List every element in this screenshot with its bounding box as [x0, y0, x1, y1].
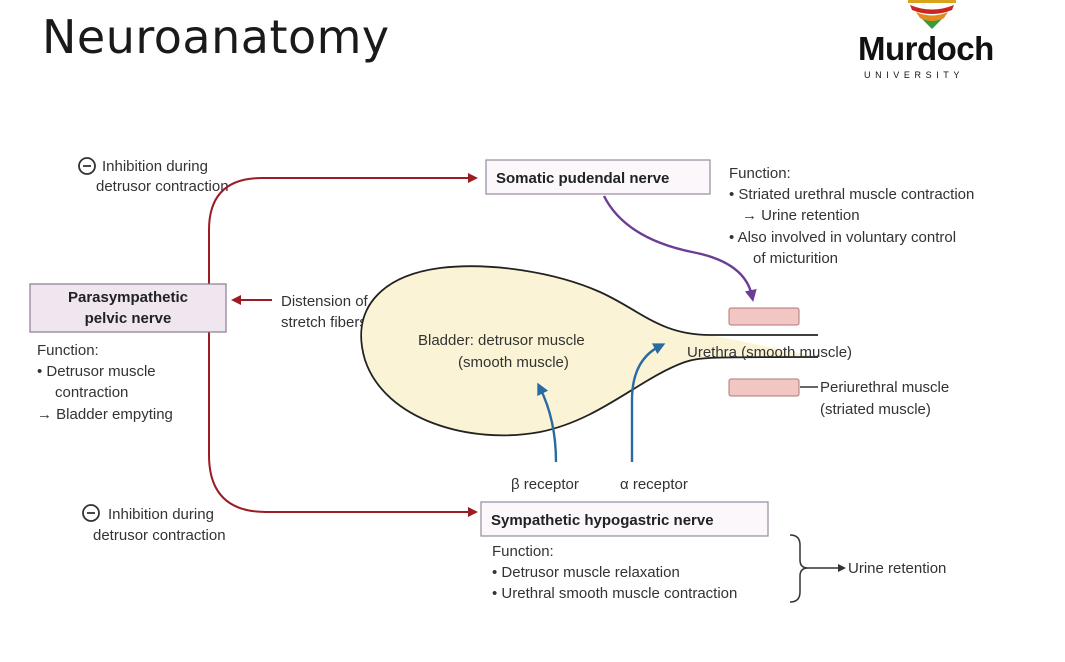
- parasympathetic-function-line-2: • Detrusor muscle: [37, 363, 156, 380]
- brace-bracket: [789, 534, 809, 603]
- alpha-receptor-arrow: [630, 343, 666, 462]
- somatic-function-line-3: → Urine retention: [742, 207, 860, 224]
- parasympathetic-label-line-2: pelvic nerve: [85, 310, 172, 327]
- alpha-receptor-label: α receptor: [620, 476, 688, 493]
- parasympathetic-pelvic-nerve-box: [29, 283, 227, 333]
- beta-receptor-arrow: [537, 382, 558, 463]
- logo-subtitle: UNIVERSITY: [864, 70, 965, 80]
- somatic-function-line-1: Function:: [729, 165, 791, 182]
- minus-circle-icon: [78, 157, 96, 175]
- urine-retention-label: Urine retention: [848, 560, 946, 577]
- somatic-function-line-5: of micturition: [753, 250, 838, 267]
- sympathetic-function-line-3: • Urethral smooth muscle contraction: [492, 585, 737, 602]
- inhibition-top-line-1: Inhibition during: [102, 158, 208, 175]
- sympathetic-function-text: Function: • Detrusor muscle relaxation •…: [492, 543, 737, 602]
- somatic-function-line-2: • Striated urethral muscle contraction: [729, 186, 974, 203]
- slide-title: Neuroanatomy: [42, 10, 390, 64]
- periurethral-label-line-1: Periurethral muscle: [820, 379, 949, 396]
- distension-line-1: Distension of: [281, 293, 369, 310]
- parasympathetic-to-sympathetic-arrow: [208, 332, 478, 517]
- distension-line-2: stretch fibers: [281, 314, 367, 331]
- somatic-function-line-4: • Also involved in voluntary control: [729, 229, 956, 246]
- minus-circle-icon: [82, 504, 100, 522]
- inhibition-bottom-line-2: detrusor contraction: [93, 527, 226, 544]
- parasympathetic-function-line-3: contraction: [55, 384, 128, 401]
- parasympathetic-function-text: Function: • Detrusor muscle contraction …: [37, 342, 173, 423]
- somatic-pudendal-nerve-box: [485, 159, 711, 195]
- murdoch-logo: Murdoch UNIVERSITY: [852, 0, 1012, 86]
- parasympathetic-function-line-1: Function:: [37, 342, 99, 359]
- murdoch-emblem-icon: [908, 0, 956, 29]
- somatic-pudendal-nerve-label: Somatic pudendal nerve: [496, 170, 669, 187]
- sympathetic-hypogastric-nerve-box: [480, 501, 769, 537]
- inhibition-note-bottom: Inhibition during detrusor contraction: [82, 504, 226, 544]
- parasympathetic-function-line-4: → Bladder empyting: [37, 406, 173, 423]
- inhibition-note-top: Inhibition during detrusor contraction: [78, 157, 229, 195]
- sympathetic-function-line-1: Function:: [492, 543, 554, 560]
- sympathetic-function-line-2: • Detrusor muscle relaxation: [492, 564, 680, 581]
- beta-receptor-label: β receptor: [511, 476, 579, 493]
- logo-wordmark: Murdoch: [858, 30, 994, 67]
- parasympathetic-label-line-1: Parasympathetic: [68, 289, 188, 306]
- bladder-label-line-2: (smooth muscle): [458, 354, 569, 371]
- periurethral-muscle-top: [728, 307, 800, 326]
- bladder-shape: [360, 265, 819, 437]
- periurethral-label-line-2: (striated muscle): [820, 401, 931, 418]
- somatic-to-periurethral-arrow: [602, 195, 757, 302]
- somatic-function-text: Function: • Striated urethral muscle con…: [729, 165, 974, 267]
- bladder-label-line-1: Bladder: detrusor muscle: [418, 332, 585, 349]
- sympathetic-hypogastric-nerve-label: Sympathetic hypogastric nerve: [491, 512, 714, 529]
- inhibition-top-line-2: detrusor contraction: [96, 178, 229, 195]
- periurethral-muscle-bottom: [728, 378, 800, 397]
- parasympathetic-to-somatic-arrow: [208, 173, 478, 284]
- urethra-label: Urethra (smooth muscle): [687, 344, 852, 361]
- inhibition-bottom-line-1: Inhibition during: [108, 506, 214, 523]
